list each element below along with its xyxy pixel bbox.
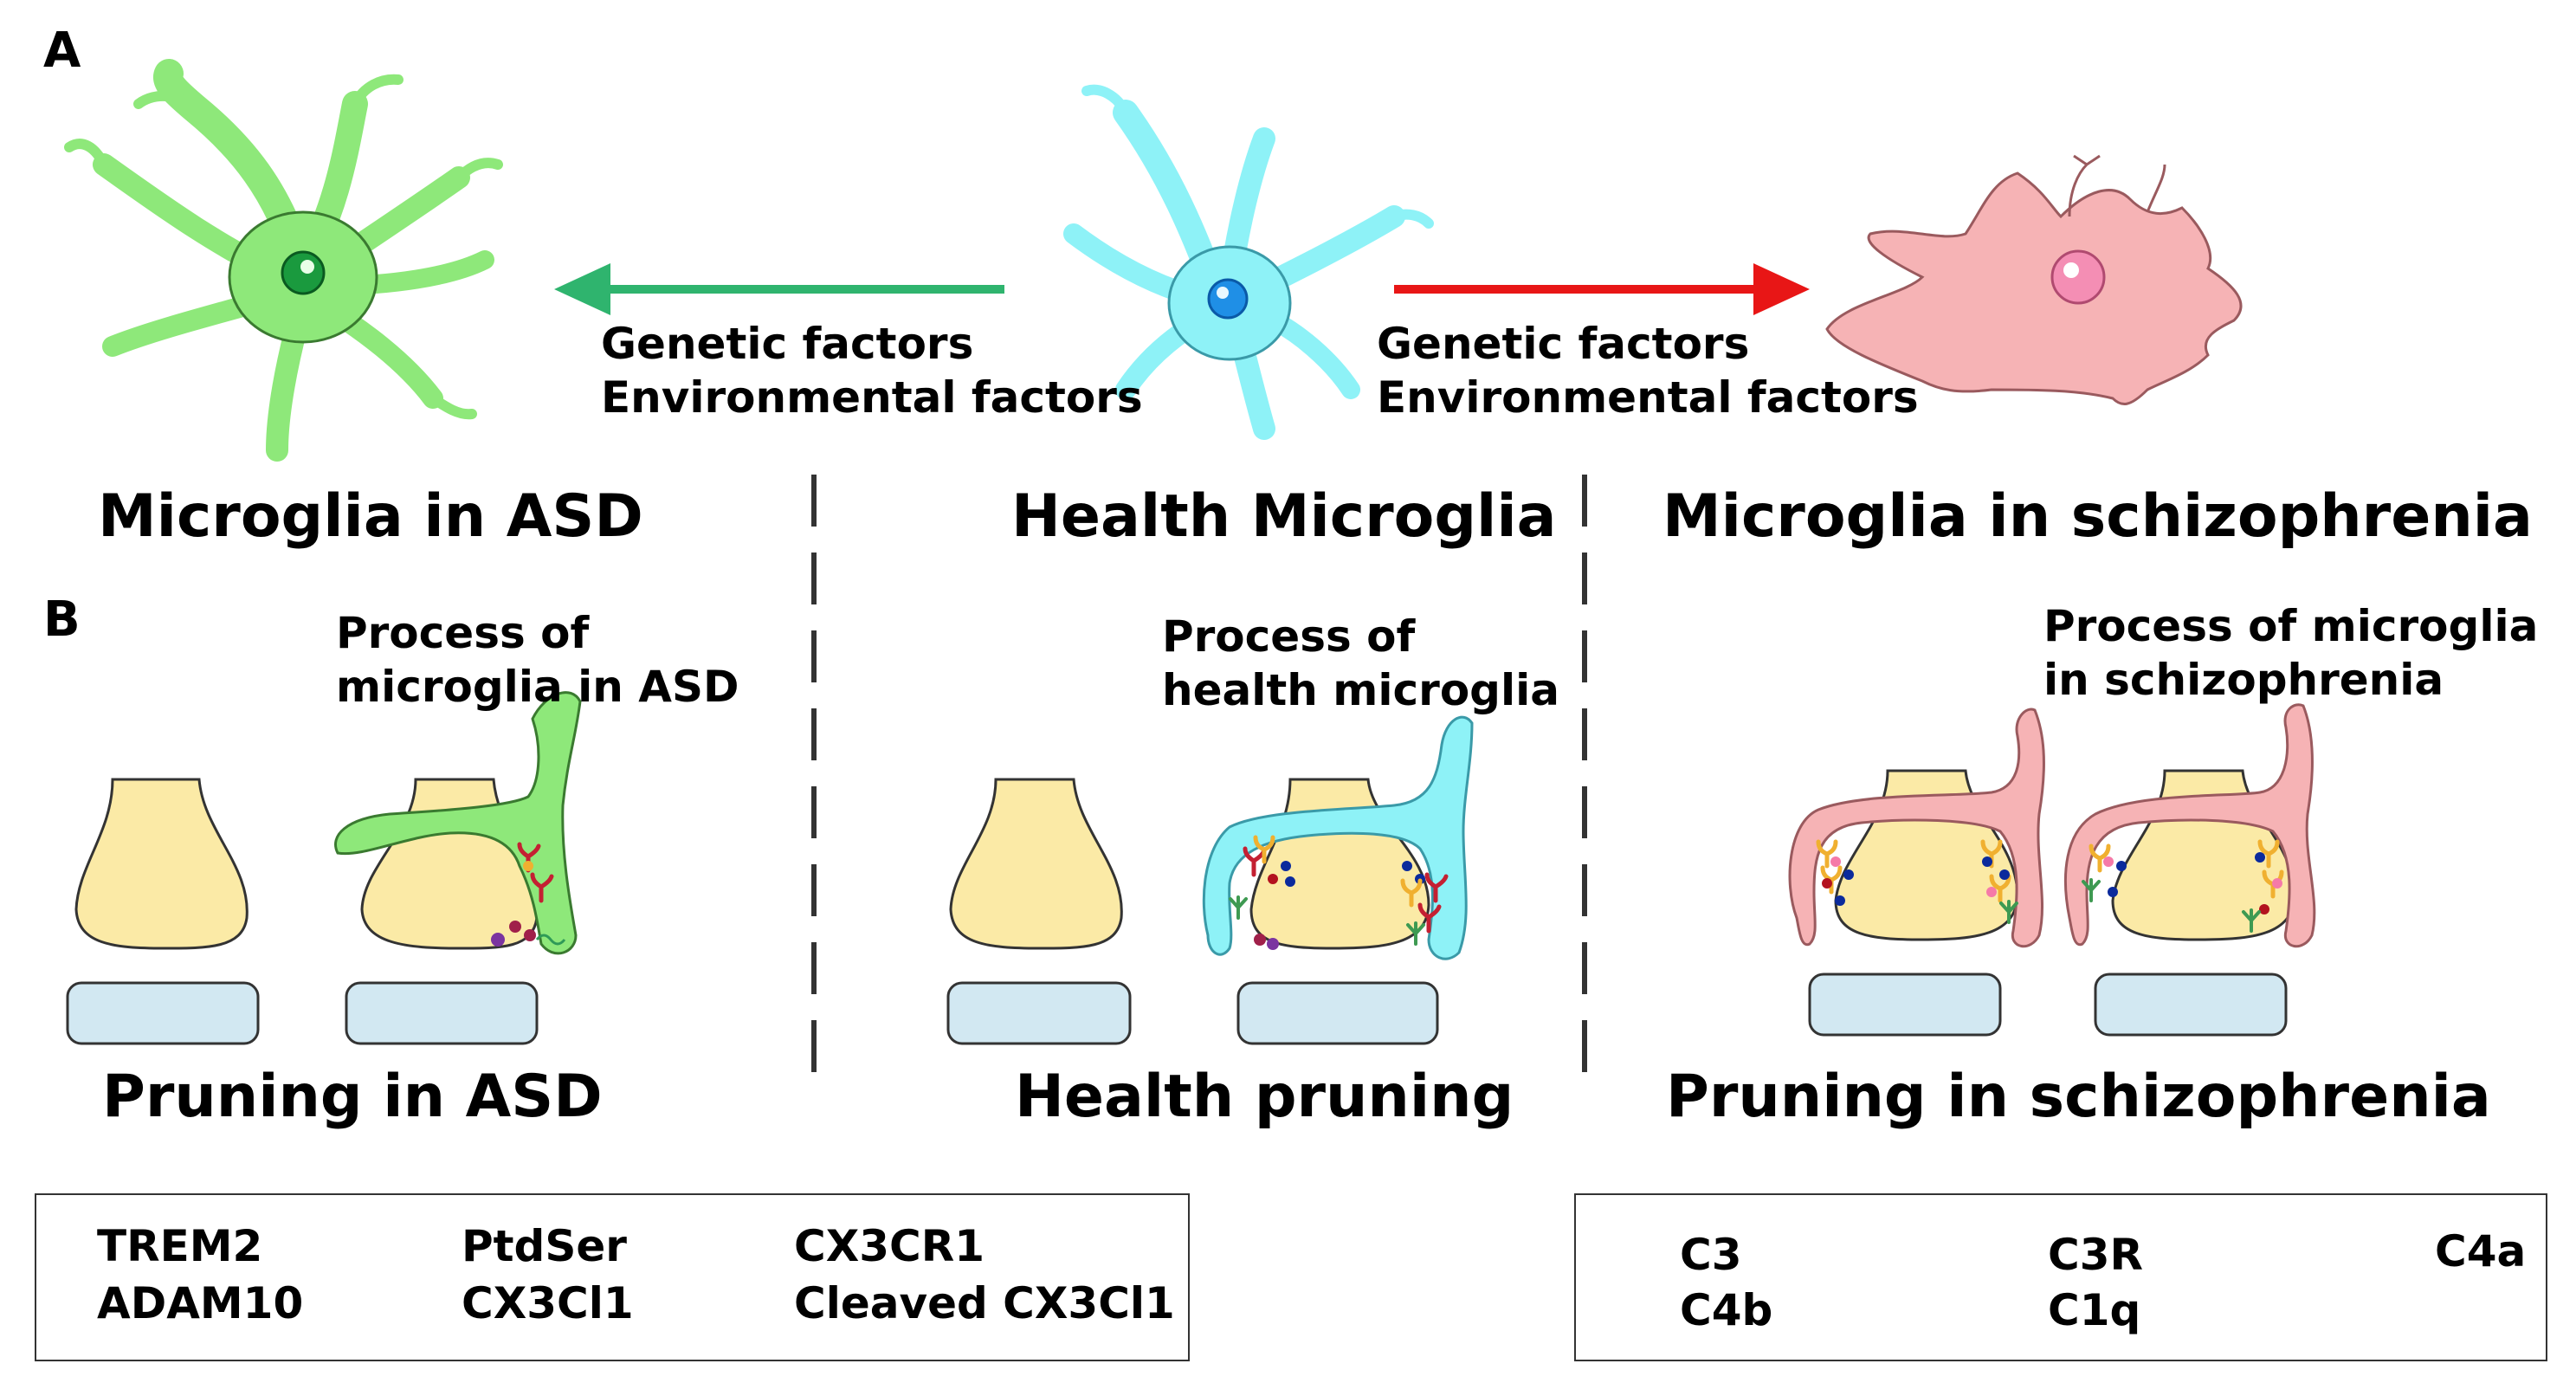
- right-factors: Genetic factors Environmental factors: [1377, 317, 1919, 424]
- panel-label-b: B: [43, 591, 81, 648]
- legend-cx3cr1: CX3CR1: [794, 1221, 985, 1271]
- schizo-synapse-1: [1788, 708, 2045, 1037]
- legend-c4b: C4b: [1680, 1285, 1773, 1335]
- title-health-microglia: Health Microglia: [1011, 482, 1557, 551]
- asd-plain-synapse: [66, 778, 260, 1045]
- title-health-pruning: Health pruning: [1015, 1063, 1514, 1131]
- legend-c1q: C1q: [2048, 1285, 2141, 1335]
- health-process-synapse: [1202, 715, 1474, 1045]
- schizo-microglia-cell: [1825, 154, 2243, 406]
- health-microglia-cell: [1063, 84, 1434, 440]
- green-arrow: [554, 263, 1004, 315]
- legend-trem2: TREM2: [97, 1221, 263, 1271]
- asd-process-synapse: [334, 691, 582, 1045]
- process-asd-line-1: Process of: [336, 608, 590, 658]
- legend-right: [1574, 1193, 2547, 1361]
- legend-cleaved-cx3cl1: Cleaved CX3Cl1: [794, 1278, 1175, 1328]
- panel-label-a: A: [43, 23, 81, 79]
- process-schizo-line-1: Process of microglia: [2043, 601, 2539, 651]
- process-schizo-line-2: in schizophrenia: [2043, 655, 2444, 705]
- legend-left: [35, 1193, 1190, 1361]
- health-plain-synapse: [946, 778, 1132, 1045]
- left-factor-genetic: Genetic factors: [601, 319, 974, 369]
- process-asd-line-2: microglia in ASD: [336, 662, 739, 712]
- title-microglia-schizophrenia: Microglia in schizophrenia: [1662, 482, 2533, 551]
- legend-cx3cl1: CX3Cl1: [462, 1278, 634, 1328]
- legend-ptdser: PtdSer: [462, 1221, 627, 1271]
- legend-adam10: ADAM10: [97, 1278, 304, 1328]
- legend-c3: C3: [1680, 1230, 1742, 1280]
- right-factor-environmental: Environmental factors: [1377, 372, 1919, 423]
- process-health-line-2: health microglia: [1162, 665, 1559, 715]
- left-factors: Genetic factors Environmental factors: [601, 317, 1143, 424]
- asd-microglia-cell: [64, 59, 503, 462]
- schizo-synapse-2: [2064, 703, 2316, 1037]
- process-health-line-1: Process of: [1162, 611, 1416, 662]
- process-schizo-label: Process of microglia in schizophrenia: [2043, 599, 2538, 707]
- process-health-label: Process of health microglia: [1162, 610, 1559, 717]
- title-microglia-asd: Microglia in ASD: [98, 482, 643, 551]
- left-factor-environmental: Environmental factors: [601, 372, 1143, 423]
- title-pruning-schizophrenia: Pruning in schizophrenia: [1666, 1063, 2491, 1131]
- process-asd-label: Process of microglia in ASD: [336, 606, 739, 714]
- right-factor-genetic: Genetic factors: [1377, 319, 1750, 369]
- legend-c3r: C3R: [2048, 1230, 2143, 1280]
- legend-c4a: C4a: [2435, 1226, 2527, 1276]
- red-arrow: [1394, 263, 1810, 315]
- title-pruning-asd: Pruning in ASD: [102, 1063, 603, 1131]
